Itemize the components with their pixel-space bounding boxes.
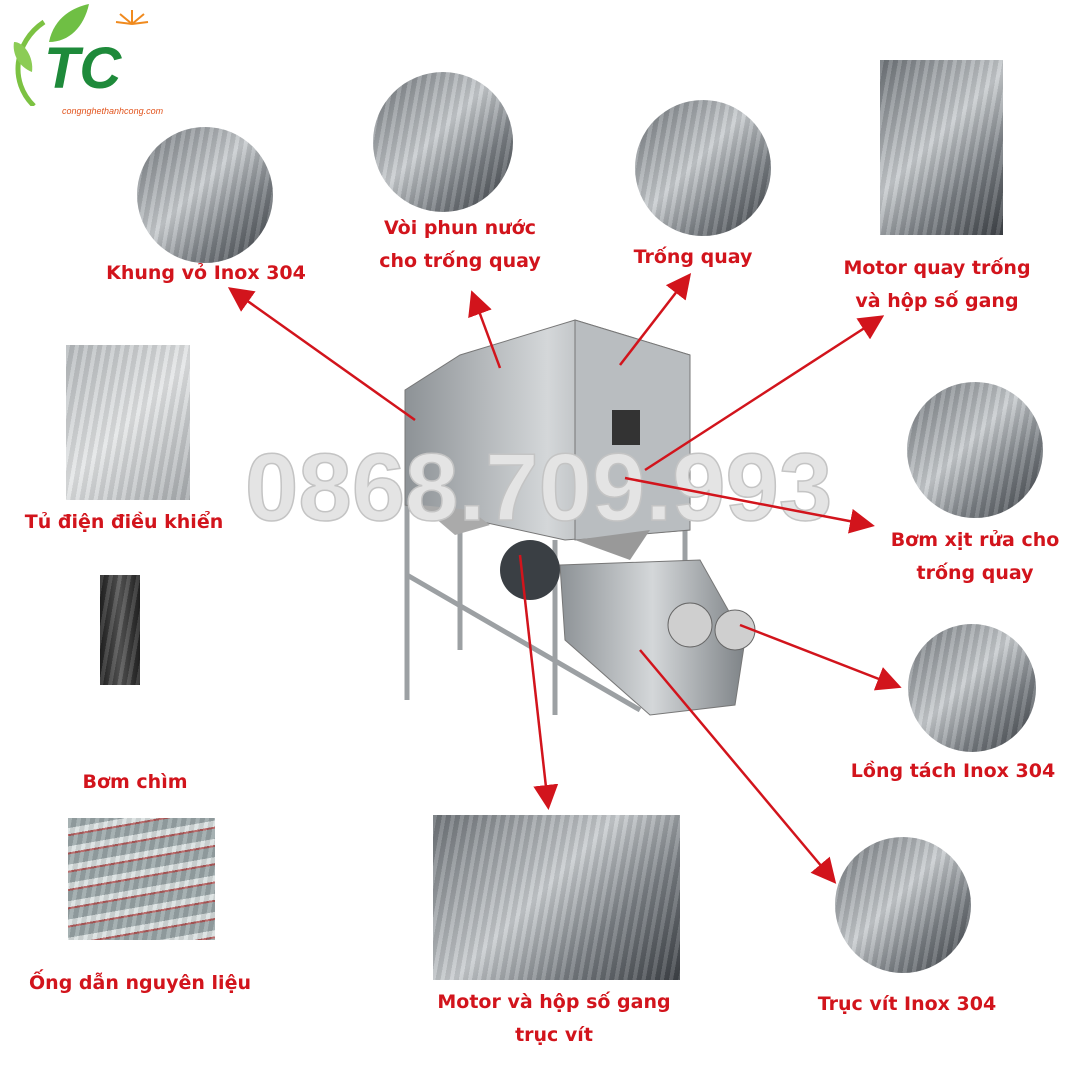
separator-cage-photo <box>908 624 1036 752</box>
label-wash-pump-line2: trống quay <box>916 562 1034 584</box>
label-pipe: Ống dẫn nguyên liệu <box>29 972 251 994</box>
label-nozzle: Vòi phun nước cho trống quay <box>379 212 540 278</box>
label-screw-motor-line1: Motor và hộp số gang <box>437 991 671 1013</box>
frame-photo <box>137 127 273 263</box>
arrow-separator <box>739 623 902 691</box>
svg-text:TC: TC <box>44 36 122 101</box>
label-drum-motor: Motor quay trống và hộp số gang <box>843 252 1030 318</box>
drum-photo <box>635 100 771 236</box>
label-wash-pump-line1: Bơm xịt rửa cho <box>890 529 1060 551</box>
control-box-photo <box>66 345 190 500</box>
label-drum-motor-line2: và hộp số gang <box>855 290 1019 312</box>
arrow-frame <box>227 287 416 422</box>
label-wash-pump: Bơm xịt rửa cho trống quay <box>891 524 1060 590</box>
label-separator-cage: Lồng tách Inox 304 <box>850 760 1056 782</box>
label-frame: Khung vỏ Inox 304 <box>106 262 306 284</box>
screw-shaft-photo <box>835 837 971 973</box>
label-nozzle-line1: Vòi phun nước <box>383 217 536 239</box>
label-screw-motor-line2: trục vít <box>515 1024 593 1046</box>
label-nozzle-line2: cho trống quay <box>379 250 541 272</box>
brand-logo: TC congnghethanhcong.com <box>4 2 174 117</box>
pipe-photo <box>68 818 215 940</box>
arrow-drum <box>619 273 692 366</box>
arrow-screw-shaft <box>639 649 837 884</box>
brand-website: congnghethanhcong.com <box>62 106 164 116</box>
submersible-pump-photo <box>100 575 140 685</box>
nozzle-photo <box>373 72 513 212</box>
drum-motor-photo <box>880 60 1003 235</box>
wash-pump-photo <box>907 382 1043 518</box>
label-drum-motor-line1: Motor quay trống <box>843 257 1031 279</box>
label-screw-motor: Motor và hộp số gang trục vít <box>437 986 670 1052</box>
arrow-drum-motor <box>644 315 885 472</box>
label-drum: Trống quay <box>633 246 753 268</box>
arrow-wash-pump <box>624 476 875 534</box>
arrow-nozzle <box>468 290 502 369</box>
arrow-screw-motor <box>518 554 559 810</box>
label-control-box: Tủ điện điều khiển <box>24 511 224 533</box>
label-screw-shaft: Trục vít Inox 304 <box>817 993 997 1015</box>
label-submersible-pump: Bơm chìm <box>82 771 188 793</box>
screw-motor-photo <box>433 815 680 980</box>
